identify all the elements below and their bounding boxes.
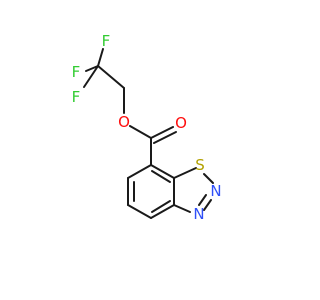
bond-c-f-top <box>97 48 104 67</box>
atom-n-upper: N <box>210 182 221 200</box>
bond-carbonyl-o-2 <box>153 131 177 144</box>
atom-o-ester: O <box>118 113 130 131</box>
bond-c-f-lower <box>83 65 99 88</box>
molecule-diagram: F F F O O S N N <box>72 32 222 223</box>
atom-f-left: F <box>72 63 81 81</box>
bond-n-n-1 <box>203 199 212 211</box>
ring-bond-4 <box>150 204 175 219</box>
atom-labels: F F F O O S N N <box>72 32 222 223</box>
atom-n-lower: N <box>193 205 204 223</box>
bond-ring-s <box>173 167 197 179</box>
ring-bond-3 <box>127 204 152 219</box>
bond-n-ring <box>173 204 191 213</box>
atom-s: S <box>195 156 205 174</box>
bond-s-n <box>203 173 214 184</box>
bond-o-carbonyl <box>129 125 152 139</box>
atom-f-top: F <box>102 32 111 50</box>
bond-carbonyl-o-1 <box>150 126 174 139</box>
ring-bond-1 <box>127 164 152 179</box>
bond-cf3-ch2 <box>97 65 125 89</box>
bond-c-f-left <box>85 65 99 72</box>
atom-f-lower: F <box>72 88 81 106</box>
ring-bond-4-inner <box>151 200 171 213</box>
bonds <box>83 48 214 219</box>
atom-o-carbonyl: O <box>175 114 187 132</box>
bond-n-n-2 <box>198 194 207 206</box>
ring-bond-6-inner <box>151 170 171 183</box>
ring-bond-6 <box>150 164 175 179</box>
